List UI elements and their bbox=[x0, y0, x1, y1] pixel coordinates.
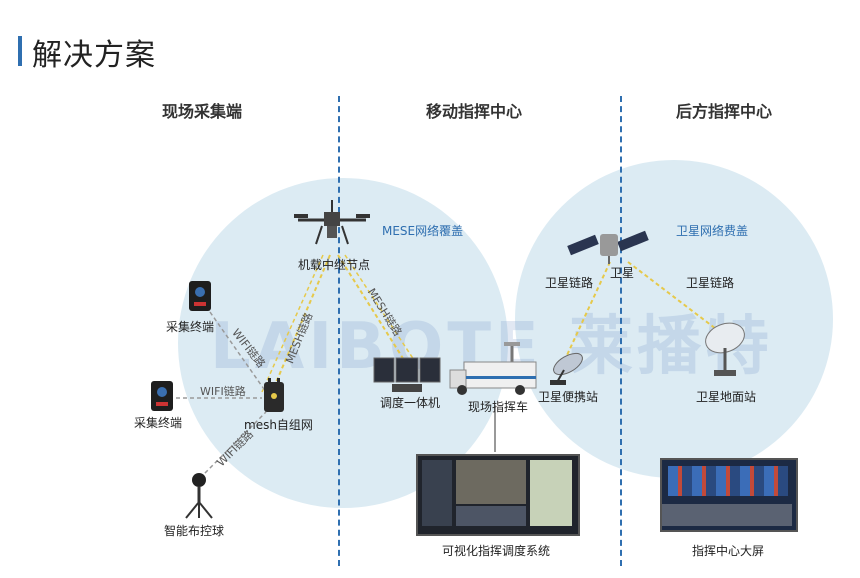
title-accent-bar bbox=[18, 36, 22, 66]
mesh-net-label: mesh自组网 bbox=[244, 418, 313, 432]
portable-dish-icon bbox=[550, 352, 583, 385]
column-heading-field: 现场采集端 bbox=[162, 102, 243, 121]
terminal-bottom-label: 采集终端 bbox=[134, 416, 183, 430]
column-heading-mobile: 移动指挥中心 bbox=[426, 102, 523, 121]
mesh-link-drone-mesh bbox=[271, 254, 331, 393]
sat-link-portable bbox=[561, 261, 611, 367]
body-camera-icon-bottom bbox=[151, 381, 173, 411]
drone-label: 机载中继节点 bbox=[298, 258, 371, 272]
mesh-node-icon bbox=[264, 378, 284, 412]
dispatch-terminal-icon bbox=[373, 357, 441, 392]
ground-dish-icon bbox=[705, 322, 745, 376]
visualization-system-screenshot bbox=[416, 454, 580, 536]
wifi-link-top bbox=[209, 311, 267, 393]
terminal-top-label: 采集终端 bbox=[166, 320, 215, 334]
vis-system-label: 可视化指挥调度系统 bbox=[442, 544, 551, 558]
wifi-link-bottom bbox=[199, 411, 267, 479]
ground-station-label: 卫星地面站 bbox=[696, 390, 757, 404]
mesh-link-drone-mesh-2 bbox=[261, 254, 324, 393]
mese-coverage-label: MESE网络覆盖 bbox=[382, 224, 464, 238]
drone-icon bbox=[294, 200, 370, 245]
page-title: 解决方案 bbox=[32, 38, 156, 73]
sat-link-right-label: 卫星链路 bbox=[686, 276, 735, 290]
divider-right bbox=[620, 96, 622, 566]
field-mesh-coverage-circle bbox=[178, 178, 508, 508]
sat-link-ground bbox=[627, 261, 721, 333]
wifi-link-label-2: WIFI链路 bbox=[200, 385, 246, 398]
satellite-label: 卫星 bbox=[610, 266, 635, 280]
sat-coverage-label: 卫星网络费盖 bbox=[676, 224, 749, 238]
dome-camera-icon bbox=[185, 473, 213, 519]
big-screen-label: 指挥中心大屏 bbox=[692, 544, 765, 558]
command-center-photo bbox=[660, 458, 798, 532]
command-vehicle-icon bbox=[449, 342, 537, 395]
satellite-coverage-circle bbox=[515, 160, 833, 478]
dispatch-label: 调度一体机 bbox=[380, 396, 441, 410]
sat-link-left-label: 卫星链路 bbox=[545, 276, 594, 290]
column-heading-rear: 后方指挥中心 bbox=[676, 102, 773, 121]
body-camera-icon-top bbox=[189, 281, 211, 311]
divider-left bbox=[338, 96, 340, 566]
command-car-label: 现场指挥车 bbox=[468, 400, 529, 414]
satellite-icon bbox=[567, 230, 649, 264]
smart-ball-label: 智能布控球 bbox=[164, 524, 225, 538]
portable-station-label: 卫星便携站 bbox=[538, 390, 599, 404]
